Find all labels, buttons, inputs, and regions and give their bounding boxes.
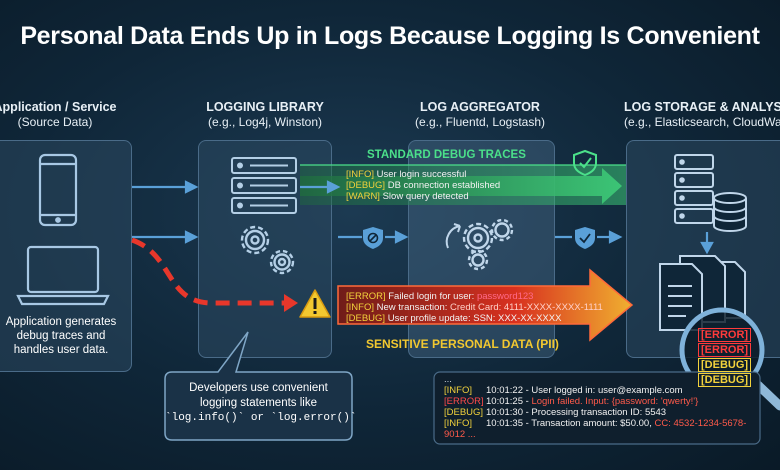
console-log-wrap: 9012 ... — [444, 429, 476, 440]
blocked-shield-icon — [363, 227, 383, 249]
standard-log-line: [WARN] Slow query detected — [346, 191, 469, 202]
page-title: Personal Data Ends Up in Logs Because Lo… — [20, 22, 760, 50]
console-log-line: [INFO]10:01:35 - Transaction amount: $50… — [444, 418, 747, 429]
refresh-icon — [445, 223, 461, 249]
console-log-line: [ERROR]10:01:25 - Login failed. Input: {… — [444, 396, 699, 407]
database-icon — [713, 192, 747, 232]
laptop-icon — [16, 245, 110, 306]
console-ellipsis: ... — [444, 374, 452, 385]
column-heading-application: Application / Service (Source Data) — [0, 100, 117, 129]
developer-note: Developers use convenient logging statem… — [165, 382, 357, 424]
column-heading-log-storage: LOG STORAGE & ANALYSIS (e.g., Elasticsea… — [624, 100, 780, 129]
developer-speech-bubble — [164, 331, 353, 441]
standard-traces-label: STANDARD DEBUG TRACES — [367, 149, 526, 161]
pii-log-line: [INFO] New transaction: Credit Card: 411… — [346, 302, 603, 313]
pii-arrow — [337, 268, 634, 342]
pii-log-line: [DEBUG] User profile update: SSN: XXX-XX… — [346, 313, 562, 324]
storage-server-icon — [674, 154, 714, 224]
verified-shield-icon-blue — [575, 227, 595, 249]
console-log-line: [DEBUG]10:01:30 - Processing transaction… — [444, 407, 667, 418]
console-log-line: [INFO]10:01:22 - User logged in: user@ex… — [444, 385, 683, 396]
server-rack-icon — [231, 157, 297, 214]
pii-log-line: [ERROR] Failed login for user: password1… — [346, 291, 534, 302]
standard-traces-arrow — [300, 164, 626, 205]
application-note: Application generates debug traces and h… — [5, 316, 117, 356]
phone-icon — [38, 153, 78, 227]
blue-flow-arrows — [132, 180, 714, 255]
magnifier-log-tags: [ERROR] [ERROR] [DEBUG] [DEBUG] — [698, 328, 752, 387]
column-heading-log-aggregator: LOG AGGREGATOR (e.g., Fluentd, Logstash) — [414, 100, 546, 129]
pii-label: SENSITIVE PERSONAL DATA (PII) — [366, 337, 559, 351]
aggregator-gears-icon — [462, 218, 514, 271]
log-console-panel — [433, 371, 761, 445]
log-documents-icon — [659, 255, 746, 331]
standard-log-line: [INFO] User login successful — [346, 169, 467, 180]
gears-icon — [240, 225, 295, 275]
standard-log-line: [DEBUG] DB connection established — [346, 180, 501, 191]
verified-shield-icon-green — [573, 149, 597, 177]
pii-leak-dashed-path — [131, 237, 298, 312]
warning-icon — [299, 289, 331, 318]
application-panel — [0, 140, 132, 372]
column-heading-logging-library: LOGGING LIBRARY (e.g., Log4j, Winston) — [206, 100, 324, 129]
